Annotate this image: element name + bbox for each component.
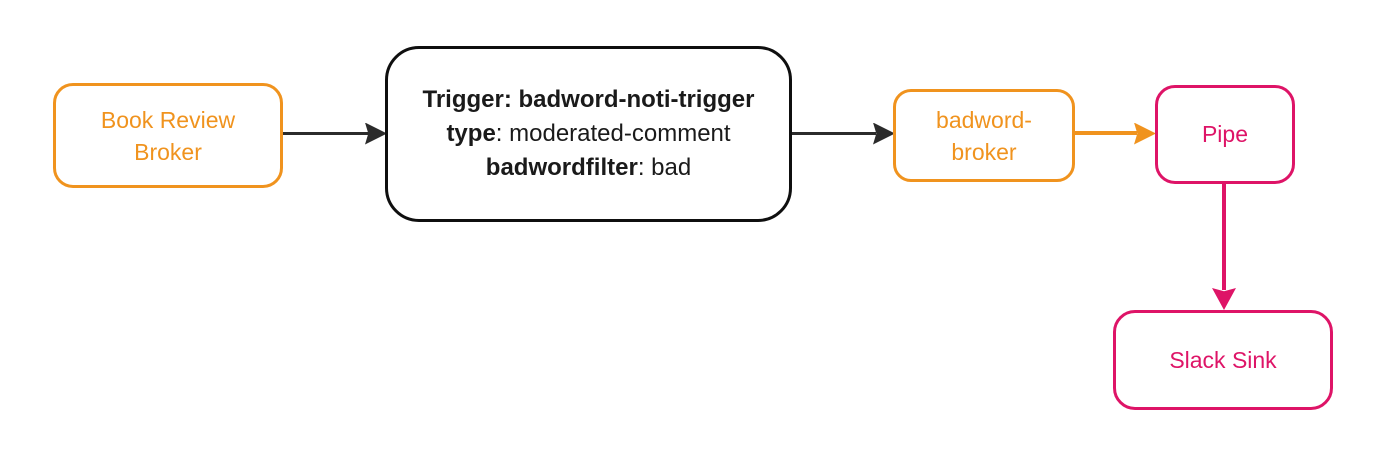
node-pipe: Pipe (1155, 85, 1295, 184)
trigger-line-3: badwordfilter: bad (486, 151, 691, 185)
node-badword-broker-label: badword-broker (936, 106, 1032, 165)
trigger-line-3-bold: badwordfilter (485, 154, 638, 181)
edge-pipe-to-slack-sink-line (1222, 183, 1226, 290)
trigger-line-1: Trigger: badword-noti-trigger (423, 83, 755, 117)
node-badword-broker: badword-broker (893, 89, 1075, 182)
trigger-line-1-bold: Trigger: badword-noti-trigger (422, 86, 755, 113)
node-pipe-label: Pipe (1201, 121, 1249, 147)
trigger-line-2: type: moderated-comment (446, 117, 730, 151)
trigger-line-3-rest: : bad (637, 154, 692, 181)
trigger-line-2-bold: type (446, 120, 496, 147)
node-book-review-broker-label: Book Review Broker (100, 106, 236, 165)
edge-book-review-broker-to-trigger-line (283, 131, 369, 135)
edge-badword-broker-to-pipe-arrowhead-icon (1134, 122, 1156, 145)
node-trigger: Trigger: badword-noti-trigger type: mode… (385, 46, 792, 222)
node-slack-sink: Slack Sink (1113, 310, 1333, 410)
node-book-review-broker: Book Review Broker (53, 83, 283, 188)
edge-trigger-to-badword-broker-line (792, 131, 876, 135)
edge-pipe-to-slack-sink-arrowhead-icon (1212, 288, 1236, 310)
trigger-line-2-rest: : moderated-comment (495, 120, 731, 147)
node-slack-sink-label: Slack Sink (1169, 346, 1277, 373)
edge-badword-broker-to-pipe-line (1075, 131, 1137, 135)
edge-trigger-to-badword-broker-arrowhead-icon (873, 122, 895, 145)
